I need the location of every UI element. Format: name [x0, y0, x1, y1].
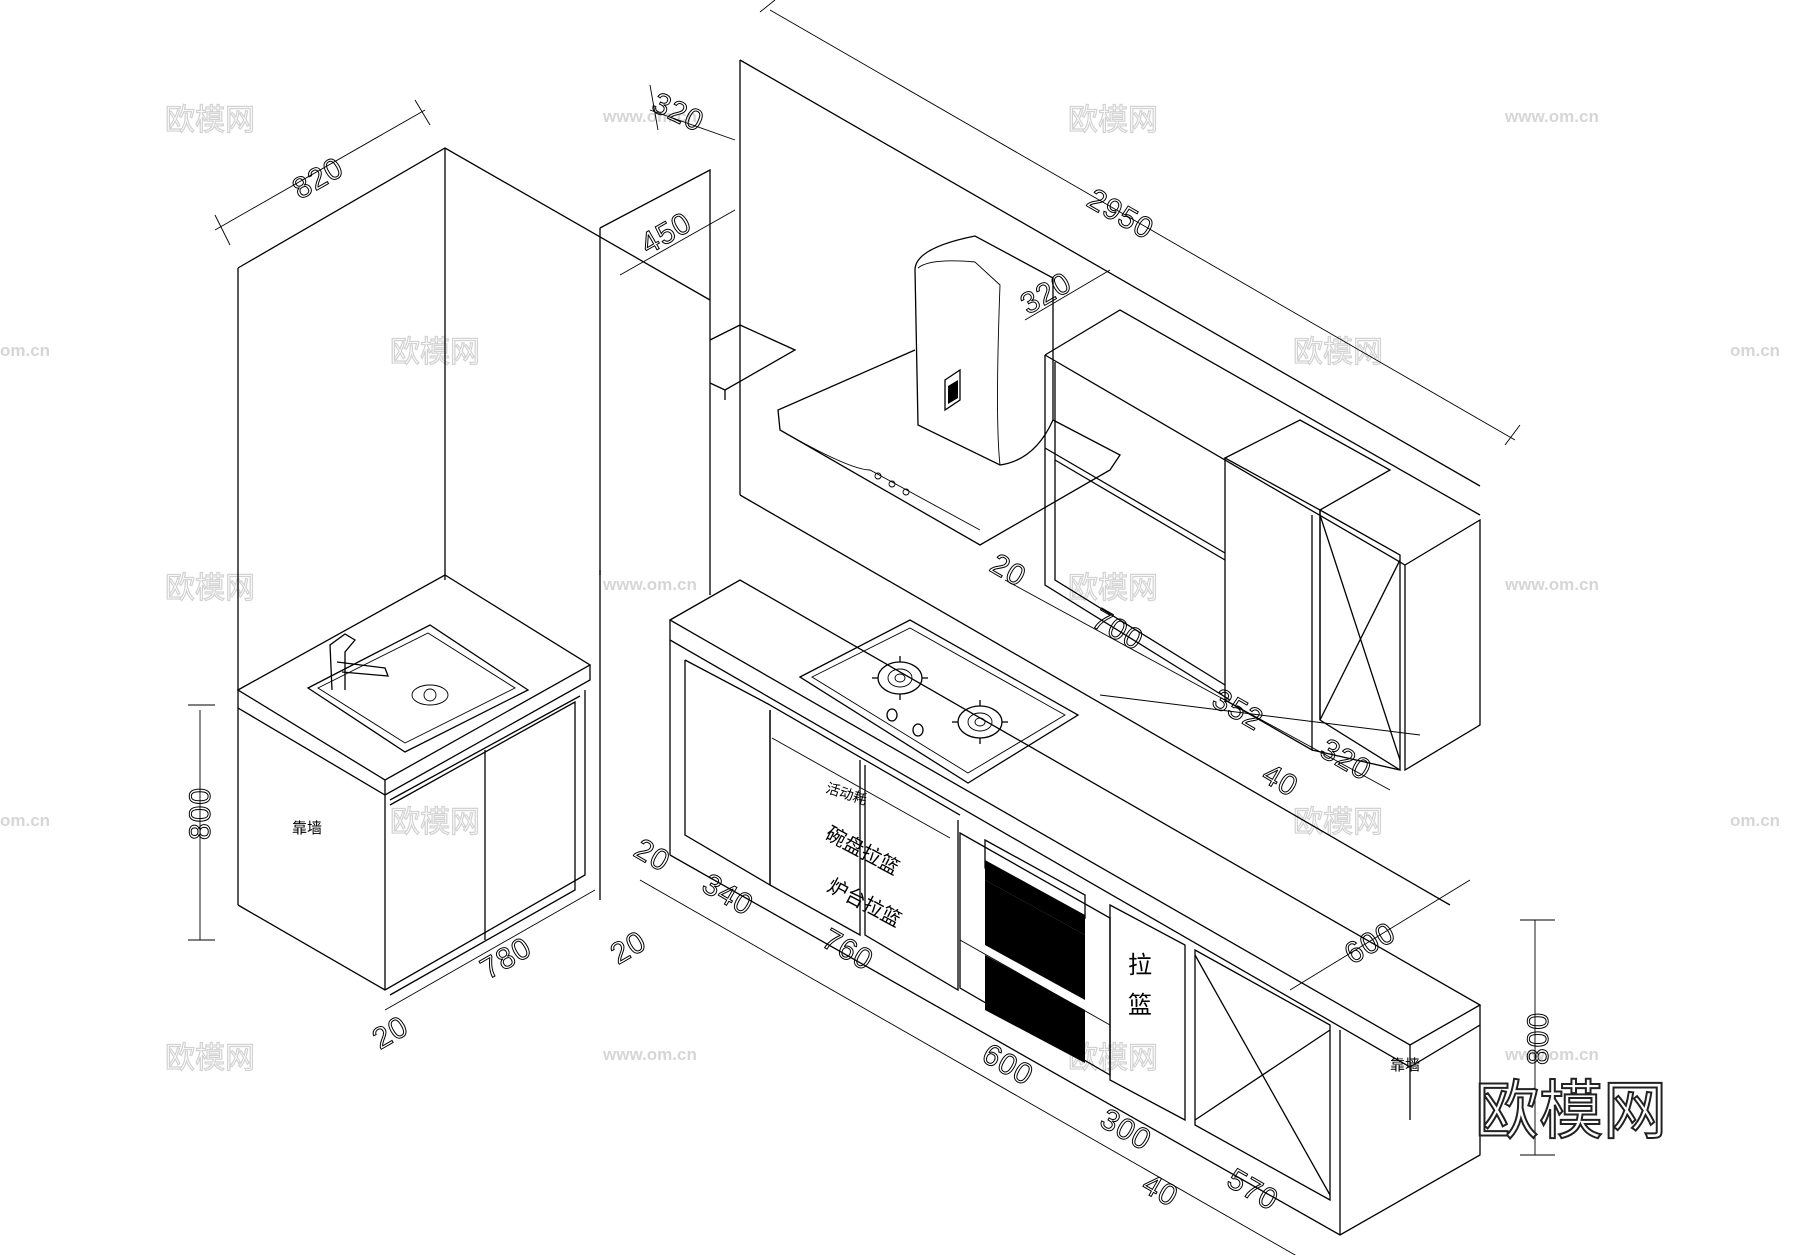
watermark-brand: 欧模网	[1293, 335, 1383, 370]
dim-320-top: 320	[647, 86, 709, 138]
lower-cabinet-doors	[684, 659, 961, 992]
dim-800-left: 800	[184, 787, 217, 840]
label-against-wall-right: 靠墙	[1390, 1056, 1420, 1074]
watermark-url: om.cn	[0, 811, 50, 830]
watermark-url: om.cn	[1730, 341, 1780, 360]
upper-cabinets	[1044, 309, 1481, 772]
watermark-brand: 欧模网	[165, 103, 255, 138]
watermark-url: www.om.cn	[1504, 575, 1599, 594]
dim-600-oven: 600	[977, 1037, 1039, 1092]
watermark-layer: 欧模网 欧模网 欧模网 欧模网 欧模网 欧模网 欧模网 欧模网 欧模网 欧模网 …	[0, 102, 1780, 1076]
dim-300: 300	[1095, 1102, 1157, 1157]
burner-left	[872, 656, 928, 700]
burner-right	[952, 700, 1008, 744]
dim-20-340: 20	[629, 832, 676, 878]
range-hood	[777, 235, 1121, 546]
dim-700: 700	[1087, 602, 1149, 657]
dim-20-corner: 20	[605, 925, 652, 971]
dim-2950: 2950	[1082, 182, 1160, 246]
label-basket-1: 拉	[1128, 951, 1152, 979]
gas-stove	[798, 619, 1080, 784]
back-wall	[709, 59, 1481, 906]
watermark-brand: 欧模网	[1068, 571, 1158, 606]
label-movable-shelf: 活动耗	[824, 781, 869, 809]
watermark-url: www.om.cn	[602, 575, 697, 594]
dimension-lines	[188, 0, 1555, 1255]
watermark-url: www.om.cn	[1504, 107, 1599, 126]
dim-760: 760	[817, 922, 879, 977]
label-bowl-basket: 碗盘拉篮	[822, 821, 904, 880]
dim-450: 450	[635, 206, 697, 261]
dim-800-right: 800	[1522, 1012, 1555, 1065]
main-counter	[668, 579, 1482, 1236]
dim-600-depth: 600	[1339, 916, 1401, 971]
dim-20-sink: 20	[367, 1010, 414, 1056]
watermark-url: om.cn	[0, 341, 50, 360]
dim-320-right: 320	[1315, 732, 1377, 787]
watermark-brand: 欧模网	[390, 805, 480, 840]
left-tall-cabinet	[237, 147, 711, 900]
watermark-brand: 欧模网	[165, 571, 255, 606]
label-against-wall-left: 靠墙	[292, 819, 322, 837]
brand-logo: 欧模网	[1475, 1075, 1667, 1149]
watermark-url: www.om.cn	[1504, 1045, 1599, 1064]
dim-820: 820	[287, 151, 349, 206]
dim-320-hood: 320	[1015, 266, 1077, 321]
dim-20-upper: 20	[985, 547, 1032, 593]
watermark-brand: 欧模网	[165, 1041, 255, 1076]
watermark-brand: 欧模网	[1068, 103, 1158, 138]
watermark-brand: 欧模网	[390, 335, 480, 370]
watermark-url: www.om.cn	[602, 107, 697, 126]
dim-570: 570	[1222, 1162, 1284, 1217]
dim-40-lower: 40	[1137, 1167, 1184, 1213]
label-basket-2: 篮	[1128, 991, 1152, 1019]
oven	[959, 831, 1111, 1077]
pullout-cabinet	[1109, 903, 1331, 1202]
watermark-url: om.cn	[1730, 811, 1780, 830]
watermark-url: www.om.cn	[602, 1045, 697, 1064]
sink-cabinet	[236, 574, 592, 996]
